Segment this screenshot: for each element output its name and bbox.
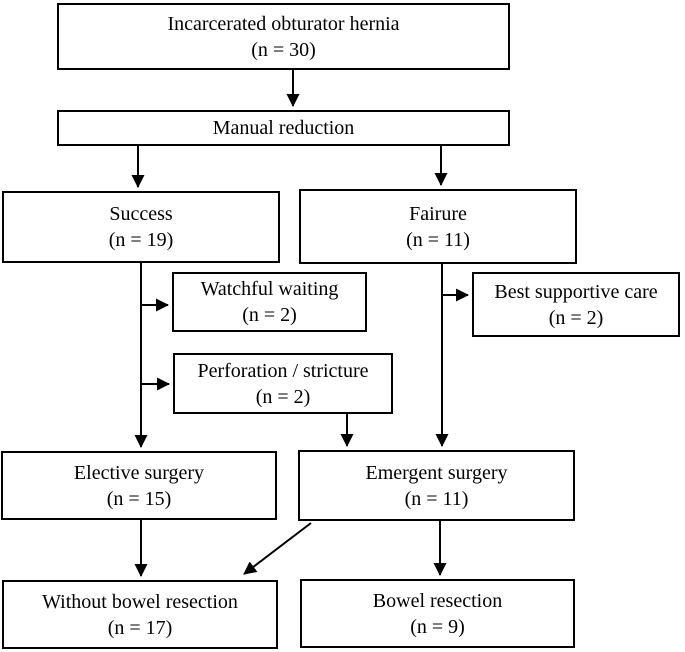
node-count: (n = 2) bbox=[242, 304, 297, 326]
node-label: Fairure bbox=[409, 202, 467, 225]
node-count: (n = 30) bbox=[251, 38, 316, 61]
node-bowel-resection: Bowel resection (n = 9) bbox=[300, 579, 575, 648]
node-watchful-waiting: Watchful waiting (n = 2) bbox=[172, 272, 367, 332]
node-manual-reduction: Manual reduction bbox=[57, 110, 510, 146]
node-without-bowel-resection: Without bowel resection (n = 17) bbox=[2, 580, 278, 649]
node-fairure: Fairure (n = 11) bbox=[299, 189, 577, 264]
node-best-supportive-care: Best supportive care (n = 2) bbox=[472, 272, 680, 337]
node-label: Best supportive care bbox=[494, 280, 658, 303]
node-count: (n = 9) bbox=[410, 615, 465, 638]
node-count: (n = 19) bbox=[108, 229, 174, 251]
node-count: (n = 2) bbox=[548, 306, 604, 329]
node-label: Success bbox=[109, 203, 173, 225]
node-incarcerated-obturator-hernia: Incarcerated obturator hernia (n = 30) bbox=[57, 3, 510, 70]
node-elective-surgery: Elective surgery (n = 15) bbox=[1, 451, 277, 520]
node-count: (n = 2) bbox=[255, 385, 311, 408]
node-success: Success (n = 19) bbox=[2, 191, 280, 263]
node-count: (n = 11) bbox=[406, 228, 470, 251]
node-perforation-stricture: Perforation / stricture (n = 2) bbox=[173, 353, 393, 414]
node-label: Manual reduction bbox=[212, 117, 355, 139]
node-label: Elective surgery bbox=[73, 461, 205, 484]
node-label: Perforation / stricture bbox=[197, 359, 369, 382]
node-count: (n = 15) bbox=[106, 487, 172, 510]
arrow-emergent-to-without-bowel-resection bbox=[243, 522, 312, 575]
node-label: Watchful waiting bbox=[200, 278, 339, 300]
node-label: Emergent surgery bbox=[365, 461, 508, 484]
node-label: Incarcerated obturator hernia bbox=[167, 12, 400, 35]
node-emergent-surgery: Emergent surgery (n = 11) bbox=[298, 450, 575, 521]
node-label: Bowel resection bbox=[372, 589, 503, 612]
node-count: (n = 11) bbox=[404, 487, 469, 510]
node-label: Without bowel resection bbox=[42, 590, 238, 613]
node-count: (n = 17) bbox=[107, 616, 173, 639]
